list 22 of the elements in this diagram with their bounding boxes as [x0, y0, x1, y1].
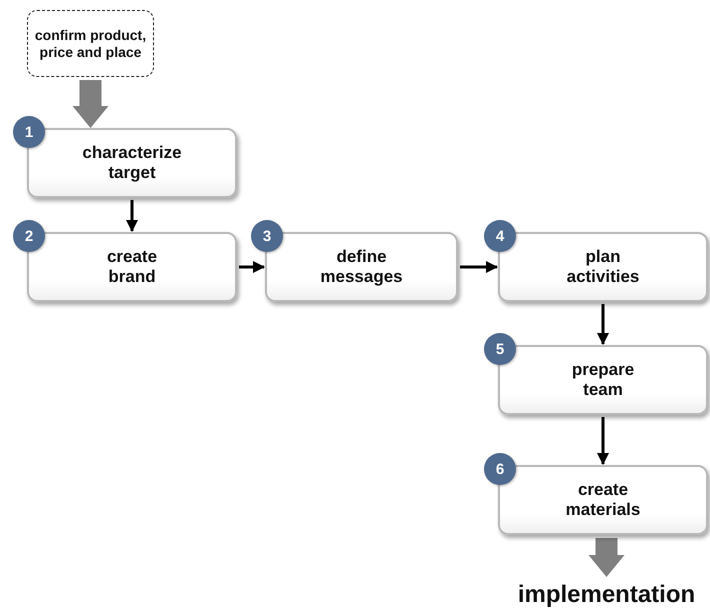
box-label: confirm product, price and place: [34, 27, 148, 60]
arrow: [239, 261, 265, 273]
step-number-badge: 2: [13, 220, 45, 252]
step-label: plan activities: [566, 247, 640, 287]
arrow: [126, 200, 138, 232]
arrow: [597, 304, 609, 345]
step-number-badge: 1: [13, 116, 45, 148]
step-number-badge: 5: [484, 333, 516, 365]
step-label: create materials: [566, 480, 640, 520]
arrow: [597, 417, 609, 465]
step-number-badge: 4: [484, 220, 516, 252]
step-number-badge: 6: [484, 453, 516, 485]
step-label: define messages: [320, 247, 403, 287]
end-label: implementation: [505, 580, 708, 610]
step-label: prepare team: [572, 360, 634, 400]
step-label: create brand: [106, 247, 158, 287]
dashed-box: [27, 10, 154, 77]
block-arrow: [72, 80, 108, 128]
step-label: characterize target: [82, 143, 182, 183]
arrow: [460, 261, 498, 273]
step-number-badge: 3: [251, 220, 283, 252]
block-arrow: [588, 538, 624, 577]
